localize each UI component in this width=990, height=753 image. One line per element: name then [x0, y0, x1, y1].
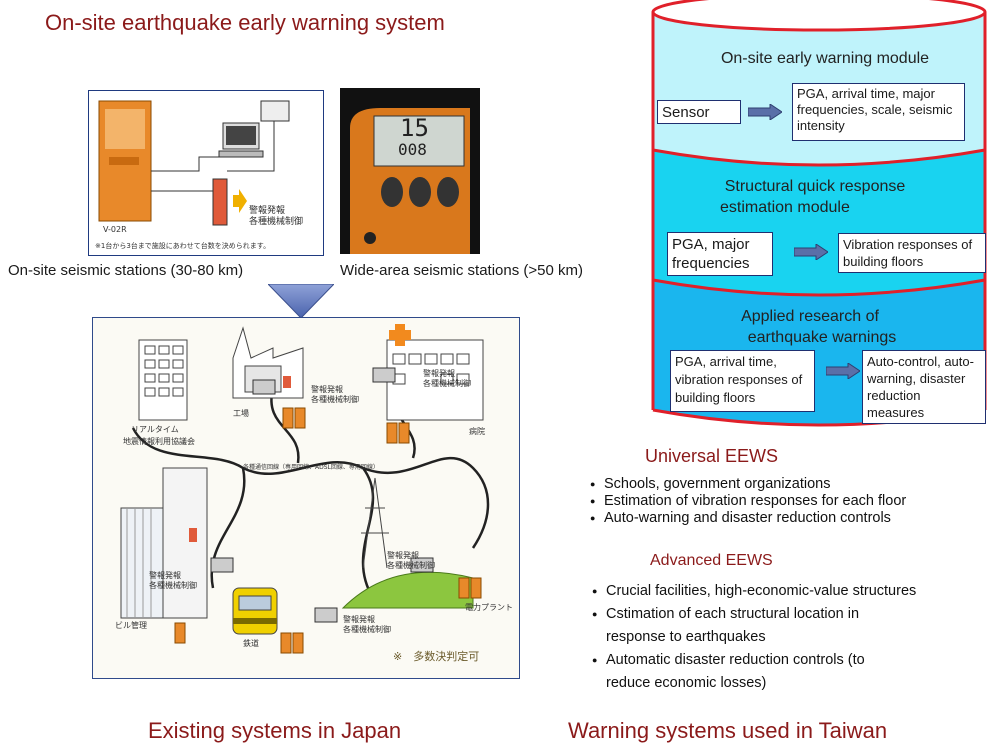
- caption-japan: Existing systems in Japan: [148, 718, 402, 743]
- tall-building-icon: [120, 467, 208, 619]
- caption-taiwan: Warning systems used in Taiwan: [568, 718, 888, 743]
- advanced-item: Automatic disaster reduction controls (t…: [592, 649, 916, 671]
- label-alert-train-1: 警報発報: [343, 615, 375, 624]
- train-icon: [232, 587, 278, 635]
- module1-arrow-icon: [748, 104, 782, 120]
- universal-list: Schools, government organizations Estima…: [590, 476, 906, 527]
- station-note: ※1台から3台まで施設にあわせて台数を決められます。: [95, 242, 271, 250]
- label-alert-hospital-2: 各種機械制御: [423, 379, 471, 388]
- label-realtime: リアルタイム: [131, 425, 179, 434]
- label-alert-plant-2: 各種機械制御: [387, 561, 435, 570]
- module1-title: On-site early warning module: [720, 50, 930, 67]
- onsite-station-photo: V-02R 警報発報 各種機械制御 ※1台から3台まで施設にあわせて台数を決めら…: [88, 90, 324, 256]
- module3-input: PGA, arrival time, vibration responses o…: [675, 354, 803, 405]
- module3-title-line2: earthquake warnings: [747, 329, 897, 346]
- label-alert-factory-2: 各種機械制御: [311, 395, 359, 404]
- module2-output-box: Vibration responses of building floors: [838, 233, 986, 273]
- module2-input: PGA, major frequencies: [672, 236, 750, 272]
- module1-output: PGA, arrival time, major frequencies, sc…: [797, 86, 953, 133]
- device-label: V-02R: [103, 225, 127, 234]
- module3-input-box: PGA, arrival time, vibration responses o…: [670, 350, 815, 412]
- display-value-top: 15: [400, 114, 429, 142]
- label-alert-plant-1: 警報発報: [387, 551, 419, 560]
- module3-output-box: Auto-control, auto-warning, disaster red…: [862, 350, 986, 424]
- label-hospital: 病院: [469, 427, 485, 436]
- advanced-item-cont-text: reduce economic losses): [606, 675, 767, 691]
- office-building-icon: [138, 339, 188, 421]
- module1-input: Sensor: [662, 104, 710, 121]
- module1-output-box: PGA, arrival time, major frequencies, sc…: [792, 83, 965, 141]
- lcd-display: [373, 115, 465, 167]
- module3-title-line1: Applied research of: [741, 308, 879, 325]
- universal-heading: Universal EEWS: [645, 446, 779, 466]
- label-majority: ※ 多数決判定可: [393, 650, 480, 663]
- hospital-icon: [386, 324, 484, 421]
- power-plant-icon: [341, 477, 474, 609]
- label-factory: 工場: [233, 409, 249, 418]
- display-value-bottom: 008: [398, 140, 427, 159]
- label-alert-hospital-1: 警報発報: [423, 369, 455, 378]
- advanced-item-cont-text: response to earthquakes: [606, 629, 766, 645]
- universal-item: Estimation of vibration responses for ea…: [590, 493, 906, 510]
- down-arrow-icon: [268, 284, 334, 318]
- advanced-item: Crucial facilities, high-economic-value …: [592, 580, 916, 602]
- module3-arrow-icon: [826, 363, 860, 379]
- module2-title-line1: Structural quick response: [724, 178, 906, 195]
- label-alert-factory-1: 警報発報: [311, 385, 343, 394]
- label-alert-building-1: 警報発報: [149, 571, 181, 580]
- advanced-item-cont: reduce economic losses): [592, 672, 916, 694]
- widearea-caption: Wide-area seismic stations (>50 km): [340, 262, 583, 279]
- module2-arrow-icon: [794, 244, 828, 260]
- label-power-plant: 電力プラント: [465, 603, 513, 612]
- universal-item: Auto-warning and disaster reduction cont…: [590, 510, 906, 527]
- module1-input-box: Sensor: [657, 100, 741, 124]
- advanced-list: Crucial facilities, high-economic-value …: [592, 580, 916, 695]
- label-alert-building-2: 各種機械制御: [149, 581, 197, 590]
- label-assoc: 地震情報利用協議会: [123, 437, 195, 446]
- module2-title-line2: estimation module: [720, 199, 850, 216]
- module2-title: Structural quick response estimation mod…: [700, 176, 930, 218]
- label-building-mgmt: ビル管理: [115, 621, 147, 630]
- module3-title: Applied research of earthquake warnings: [705, 306, 915, 348]
- alert-label-1: 警報発報: [249, 206, 286, 216]
- advanced-item: Cstimation of each structural location i…: [592, 603, 916, 625]
- page-title-left: On-site earthquake early warning system: [45, 10, 445, 35]
- advanced-heading: Advanced EEWS: [650, 552, 773, 569]
- module2-input-box: PGA, major frequencies: [667, 232, 773, 276]
- advanced-item-cont: response to earthquakes: [592, 626, 916, 648]
- label-comm-line: 各種通信回線（専用回線、ADSL回線、専用回線）: [243, 464, 379, 471]
- module3-output: Auto-control, auto-warning, disaster red…: [867, 354, 974, 420]
- onsite-caption: On-site seismic stations (30-80 km): [8, 262, 244, 279]
- widearea-station-photo: 15 008: [340, 88, 480, 254]
- label-alert-train-2: 各種機械制御: [343, 625, 391, 634]
- universal-item: Schools, government organizations: [590, 476, 906, 493]
- alert-label-2: 各種機械制御: [249, 217, 304, 227]
- label-railway: 鉄道: [243, 639, 259, 648]
- module2-output: Vibration responses of building floors: [843, 237, 973, 269]
- japan-system-diagram: リアルタイム 地震情報利用協議会 工場 警報発報 各種機械制御 警報発報 各種機…: [92, 317, 520, 679]
